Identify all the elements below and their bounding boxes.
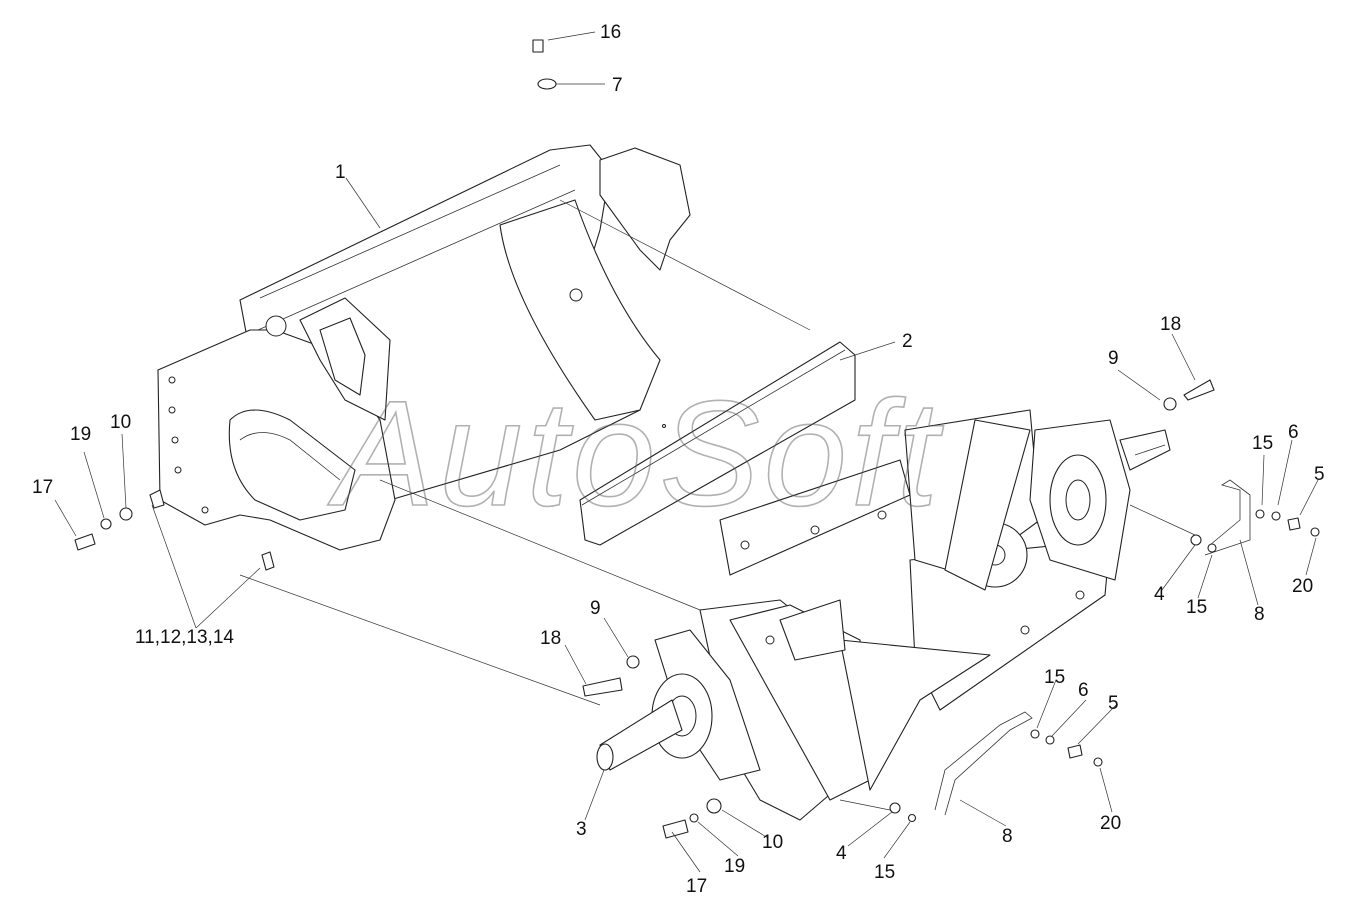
callout-2: 2 bbox=[902, 331, 913, 352]
channel-beam-part bbox=[579, 341, 856, 546]
callout-19-left: 19 bbox=[70, 424, 91, 445]
left-rotor-assembly bbox=[596, 599, 991, 821]
callout-15-bottom-top: 15 bbox=[1044, 667, 1065, 688]
callout-6-bottom: 6 bbox=[1078, 680, 1089, 701]
callout-leaders bbox=[54, 31, 1319, 873]
callout-10-bottom: 10 bbox=[762, 832, 783, 853]
callout-15-right-bottom: 15 bbox=[1186, 597, 1207, 618]
callout-19-bottom: 19 bbox=[724, 856, 745, 877]
callout-3: 3 bbox=[576, 819, 587, 840]
callout-10-left: 10 bbox=[110, 412, 131, 433]
callout-5-bottom: 5 bbox=[1108, 693, 1119, 714]
watermark-text: AutoSoft bbox=[327, 369, 944, 537]
callout-8-bottom: 8 bbox=[1002, 826, 1013, 847]
callout-18-right: 18 bbox=[1160, 314, 1181, 335]
callout-labels: 16 7 1 2 18 9 15 6 5 4 15 8 20 17 19 10 … bbox=[32, 22, 1325, 897]
fasteners bbox=[74, 39, 1320, 839]
callout-15-right-top: 15 bbox=[1252, 433, 1273, 454]
callout-16: 16 bbox=[600, 22, 621, 43]
callout-7: 7 bbox=[612, 75, 623, 96]
callout-6-right: 6 bbox=[1288, 422, 1299, 443]
callout-4-bottom: 4 bbox=[836, 843, 847, 864]
callout-4-right: 4 bbox=[1154, 584, 1165, 605]
flange-bolt-holes bbox=[168, 376, 209, 514]
callout-20-right: 20 bbox=[1292, 576, 1313, 597]
callout-15-bottom: 15 bbox=[874, 862, 895, 883]
callout-11-12-13-14: 11,12,13,14 bbox=[135, 627, 234, 648]
callout-5-right: 5 bbox=[1314, 464, 1325, 485]
assembly-guide-lines bbox=[239, 199, 1196, 811]
callout-17-bottom: 17 bbox=[686, 876, 707, 897]
callout-1: 1 bbox=[335, 162, 346, 183]
callout-20-bottom: 20 bbox=[1100, 813, 1121, 834]
callout-17-left: 17 bbox=[32, 477, 53, 498]
housing-part bbox=[157, 144, 691, 551]
callout-18-left: 18 bbox=[540, 628, 561, 649]
callout-9-right: 9 bbox=[1108, 348, 1119, 369]
callout-8-right: 8 bbox=[1254, 604, 1265, 625]
callout-9-left: 9 bbox=[590, 598, 601, 619]
